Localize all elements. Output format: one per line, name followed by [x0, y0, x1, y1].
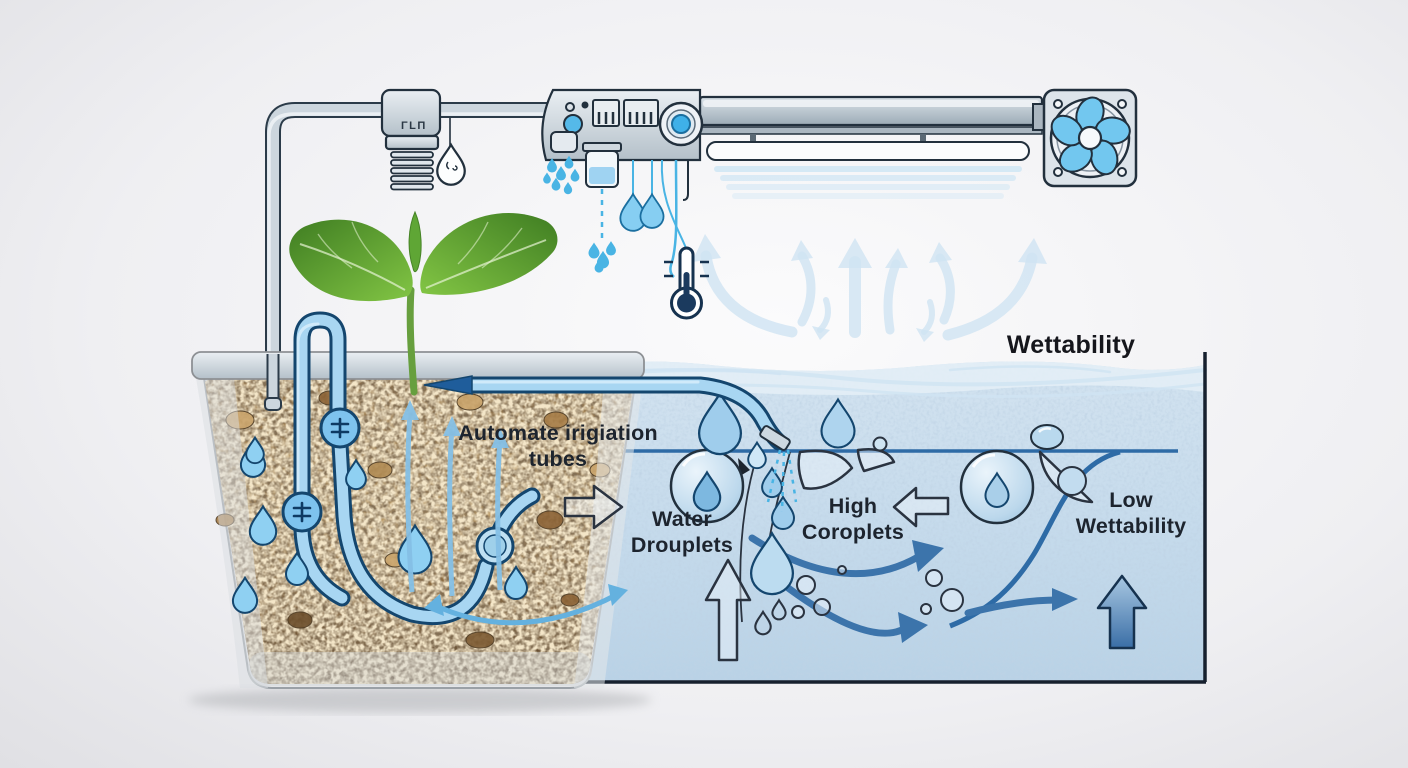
airflow-arrows [692, 234, 1047, 342]
emitter-valve-icon [281, 491, 323, 533]
tube-arrowhead [423, 375, 473, 395]
sprinkler-icon [759, 425, 798, 513]
irrigation-rail [541, 88, 1138, 320]
leaf-shoot [408, 210, 422, 273]
low-wettability-line1: Low [1109, 488, 1153, 512]
light-strips [714, 166, 1022, 199]
seedling-icon [289, 210, 558, 396]
high-droplets-label: High Coroplets [783, 493, 923, 545]
controller-display: ΓLΠ [401, 120, 427, 132]
bubble-clusters [791, 565, 964, 619]
up-arrow-outline [704, 558, 752, 662]
water-droplets-label: Water Drouplets [612, 506, 752, 558]
pot-irrigation-tubes [231, 311, 628, 626]
louver-panel [706, 141, 1030, 161]
automated-irrigation-tube [423, 375, 798, 513]
wettability-content [606, 392, 1178, 662]
tube-coupler-icon [475, 526, 515, 566]
reservoir-cup-icon [582, 142, 622, 273]
circulation-arc [424, 584, 628, 626]
emitter-valve-icon [319, 407, 361, 449]
fan-blades [1050, 96, 1131, 176]
controller-unit: ΓLΠ [380, 88, 466, 191]
bubble-droplet-right [959, 449, 1035, 525]
hanging-droplet-icon [436, 118, 466, 186]
filter-fins-icon [390, 151, 434, 191]
soil-up-arrows [401, 400, 509, 597]
sprinkler-head-icon [543, 131, 580, 195]
hanging-drip-lines [619, 159, 689, 278]
low-wettability-label: Low Wettability [1056, 487, 1206, 539]
up-arrow-filled [1096, 574, 1148, 650]
thermometer-icon [660, 159, 709, 320]
low-wettability-line2: Wettability [1075, 514, 1187, 538]
high-droplets-line1: High [828, 494, 878, 518]
leaf-right [420, 212, 558, 295]
water-droplets-line1: Water [652, 507, 712, 531]
nozzle-combs [592, 99, 659, 127]
pot-rim [191, 351, 645, 380]
valve-dial-icon [658, 101, 704, 147]
manifold-body [541, 88, 702, 162]
fan-icon [1032, 88, 1138, 188]
leaf-left [289, 219, 413, 302]
high-droplets-line2: Coroplets [801, 520, 905, 544]
irrigation-tube-label: Automate irigiation tubes [458, 421, 658, 471]
panel-title: Wettability [1006, 331, 1136, 359]
right-arrow-outline [563, 484, 624, 530]
blue-button [563, 114, 583, 134]
panel-droplets [697, 392, 888, 636]
left-arrow-outline [892, 486, 950, 528]
contact-angle-fan [1030, 424, 1094, 504]
supply-pipe [264, 102, 556, 413]
water-droplets-line2: Drouplets [630, 533, 734, 557]
